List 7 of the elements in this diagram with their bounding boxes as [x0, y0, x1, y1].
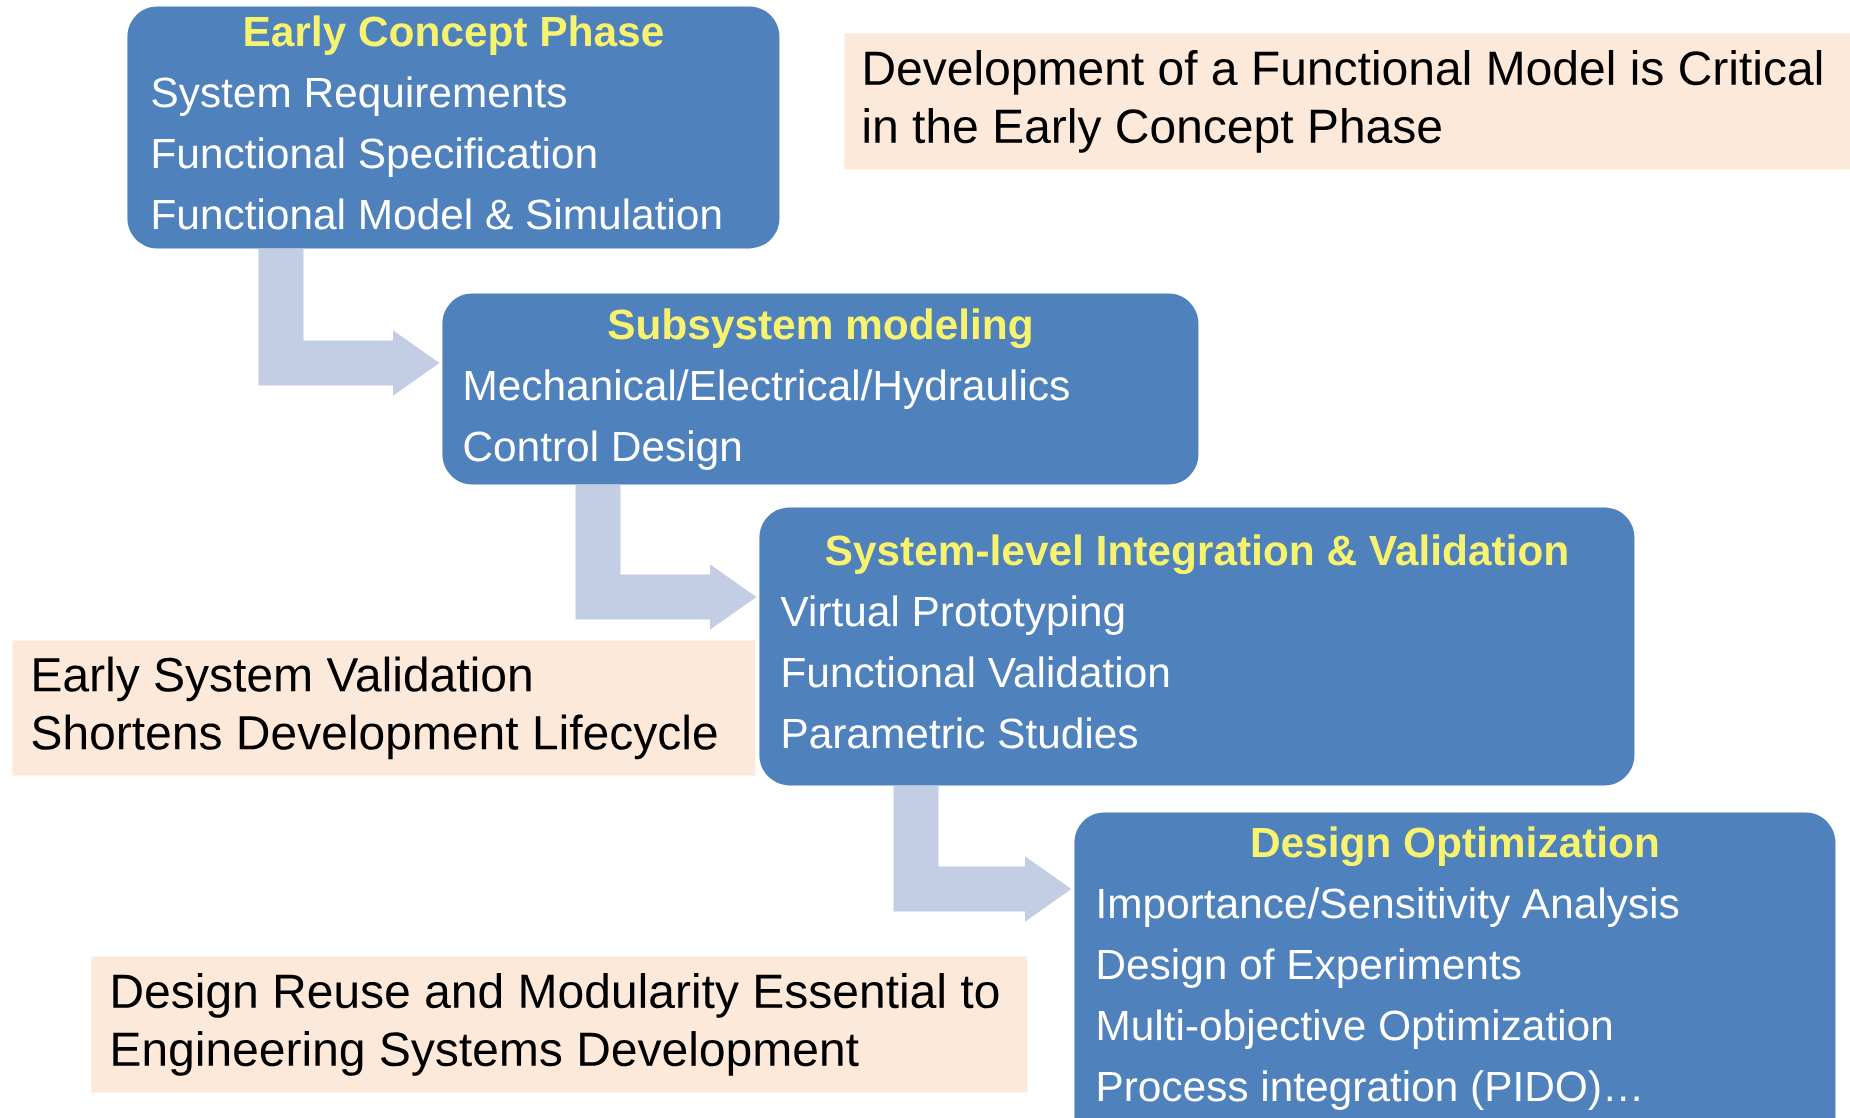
phase-box: Design Optimization Importance/Sensitivity Analysis Design of Experiments Multi-objective Optimization Process integration (PIDO)…: [1074, 812, 1836, 1118]
phase-box: Subsystem modeling Mechanical/Electrical/Hydraulics Control Design: [442, 293, 1199, 485]
note-box: Early System Validation Shortens Development Lifecycle: [12, 640, 756, 776]
note-box: Design Reuse and Modularity Essential to Engineering Systems Development: [91, 956, 1028, 1093]
note-box: Development of a Functional Model is Critical in the Early Concept Phase: [844, 33, 1850, 170]
phase-box: System-level Integration & Validation Virtual Prototyping Functional Validation Parametric Studies: [759, 507, 1635, 786]
phase-box: Early Concept Phase System Requirements Functional Specification Functional Model & Simulation: [127, 6, 780, 249]
